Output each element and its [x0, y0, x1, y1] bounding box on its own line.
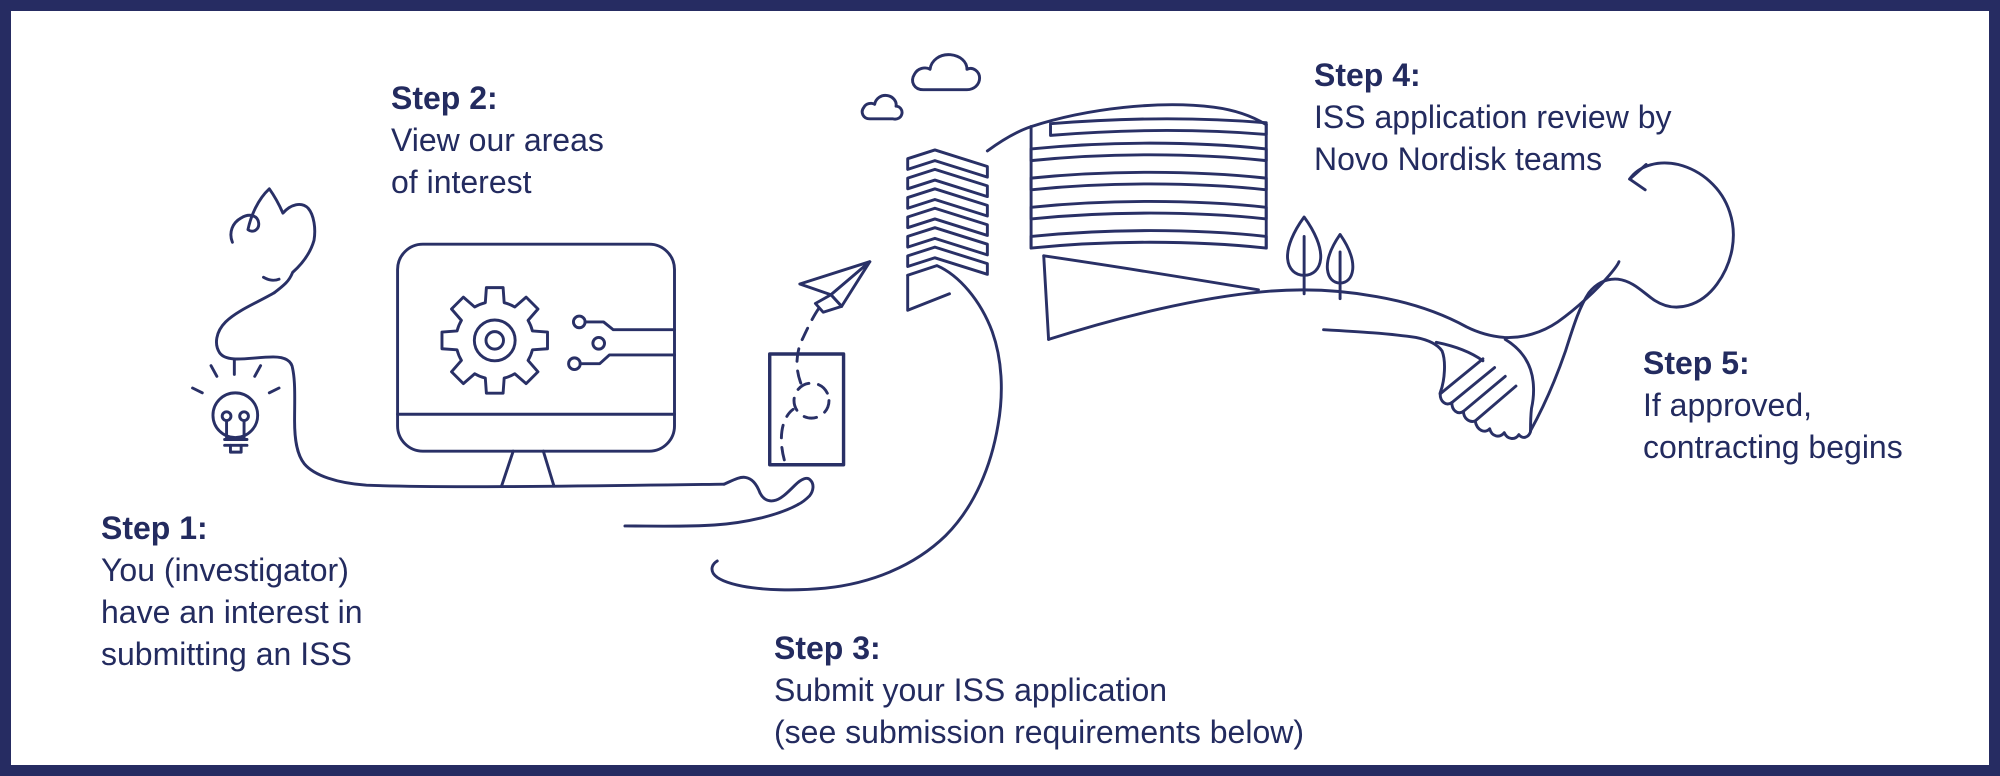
loop-arrow-icon — [1529, 161, 1735, 433]
application-document-icon — [768, 352, 846, 467]
step-5-line-1: If approved, — [1643, 387, 1812, 423]
step-2-line-1: View our areas — [391, 122, 604, 158]
circuit-nodes-icon — [567, 314, 676, 371]
monitor-stand — [500, 449, 556, 488]
handshake-icon — [1047, 260, 1621, 440]
step-3-line-1: Submit your ISS application — [774, 672, 1168, 708]
step-3-label: Step 3: Submit your ISS application (see… — [774, 627, 1304, 753]
idea-lightbulb-icon — [191, 359, 281, 454]
swoosh-line — [710, 264, 1003, 592]
step-4-line-2: Novo Nordisk teams — [1314, 141, 1603, 177]
step-4-line-1: ISS application review by — [1314, 99, 1672, 135]
step-2-line-2: of interest — [391, 164, 532, 200]
step-5-line-2: contracting begins — [1643, 429, 1903, 465]
paper-plane-icon — [798, 260, 872, 314]
person-profile-icon — [215, 187, 726, 489]
step-5-title: Step 5: — [1643, 345, 1750, 381]
gear-icon — [440, 286, 549, 395]
novo-nordisk-headquarters-icon — [985, 103, 1268, 341]
cloud-icon-small — [860, 93, 904, 121]
ground-arm-line — [1047, 260, 1621, 341]
open-hand-icon — [623, 475, 815, 528]
step-1-line-3: submitting an ISS — [101, 636, 352, 672]
step-1-title: Step 1: — [101, 510, 208, 546]
step-3-line-2: (see submission requirements below) — [774, 714, 1304, 750]
trees-icon — [1286, 215, 1355, 301]
step-1-line-2: have an interest in — [101, 594, 363, 630]
line-art — [191, 53, 1735, 592]
cloud-icon-large — [911, 53, 982, 92]
mouth-line — [262, 275, 281, 282]
step-4-label: Step 4: ISS application review by Novo N… — [1314, 54, 1672, 180]
step-2-title: Step 2: — [391, 80, 498, 116]
flow-line-body — [215, 291, 726, 489]
office-building-small-icon — [710, 148, 1003, 592]
step-1-line-1: You (investigator) — [101, 552, 349, 588]
flight-path-dashed — [779, 304, 831, 462]
computer-monitor-icon — [396, 242, 676, 488]
arrowhead — [1628, 163, 1648, 192]
step-3-title: Step 3: — [774, 630, 881, 666]
knuckles-line — [1473, 419, 1532, 440]
thumb-line — [1434, 340, 1485, 363]
step-4-title: Step 4: — [1314, 57, 1421, 93]
step-5-label: Step 5: If approved, contracting begins — [1643, 342, 1903, 468]
step-1-label: Step 1: You (investigator) have an inter… — [101, 507, 363, 675]
step-2-label: Step 2: View our areas of interest — [391, 77, 604, 203]
process-illustration — [191, 53, 1735, 592]
